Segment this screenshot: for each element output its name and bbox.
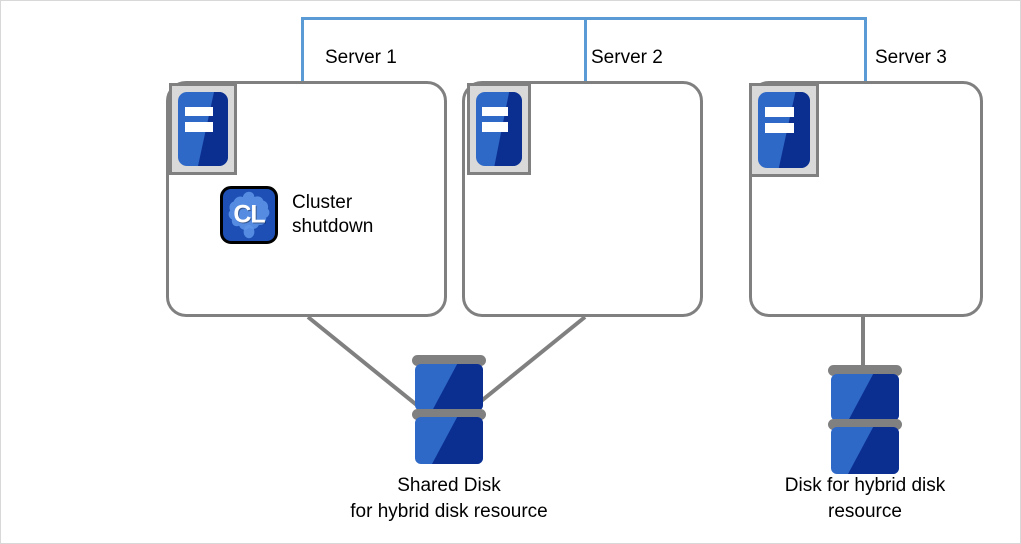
- disk-platter-lower: [415, 417, 483, 464]
- server-icon-body: [476, 92, 522, 166]
- network-drop-server-2: [584, 17, 587, 81]
- network-drop-server-3: [864, 17, 867, 81]
- server-3-disk-icon[interactable]: [828, 365, 902, 474]
- disk-cap-middle: [412, 409, 486, 420]
- server-3-disk-caption: Disk for hybrid disk resource: [725, 473, 1005, 524]
- server-1-label: Server 1: [325, 47, 397, 68]
- cluster-blob-shape: [228, 191, 270, 239]
- cluster-shutdown-item[interactable]: CL Cluster shutdown: [220, 186, 373, 244]
- shared-disk-caption-line2: for hybrid disk resource: [350, 500, 548, 522]
- server-icon-bar-top: [482, 106, 509, 117]
- disk-platter-lower: [831, 427, 899, 474]
- server-icon-bar-top: [185, 106, 213, 117]
- connector-server-2-to-shared-disk: [474, 315, 587, 408]
- disk-cap-top: [828, 365, 902, 376]
- cluster-shutdown-icon[interactable]: CL: [220, 186, 278, 244]
- server-icon-body: [758, 92, 810, 168]
- server-3-disk-caption-line2: resource: [828, 500, 902, 522]
- cluster-shutdown-label: Cluster shutdown: [292, 191, 373, 240]
- connector-server-3-to-disk: [861, 317, 865, 367]
- cluster-icon-text: CL: [233, 200, 265, 229]
- server-2-icon: [467, 83, 531, 175]
- disk-platter-upper: [415, 364, 483, 411]
- cluster-shutdown-label-line2: shutdown: [292, 216, 374, 237]
- server-2-label: Server 2: [591, 47, 663, 68]
- disk-platter-upper: [831, 374, 899, 421]
- server-3-icon: [749, 83, 819, 177]
- disk-cap-middle: [828, 419, 902, 430]
- server-2-box[interactable]: [462, 81, 703, 317]
- server-3-label: Server 3: [875, 47, 947, 68]
- shared-disk-caption-line1: Shared Disk: [397, 475, 501, 496]
- shared-disk-caption: Shared Disk for hybrid disk resource: [299, 473, 599, 524]
- network-drop-server-1: [301, 17, 304, 81]
- connector-server-1-to-shared-disk: [306, 315, 419, 408]
- server-3-disk-caption-line1: Disk for hybrid disk: [784, 475, 946, 496]
- cluster-shutdown-label-line1: Cluster: [292, 191, 353, 213]
- disk-cap-top: [412, 355, 486, 366]
- server-1-icon: [169, 83, 237, 175]
- server-icon-body: [178, 92, 228, 166]
- server-icon-bar-top: [765, 107, 795, 118]
- shared-disk-icon[interactable]: [412, 355, 486, 464]
- server-icon-bar-bottom: [185, 122, 213, 132]
- server-icon-bar-bottom: [765, 123, 795, 134]
- server-icon-bar-bottom: [482, 122, 509, 132]
